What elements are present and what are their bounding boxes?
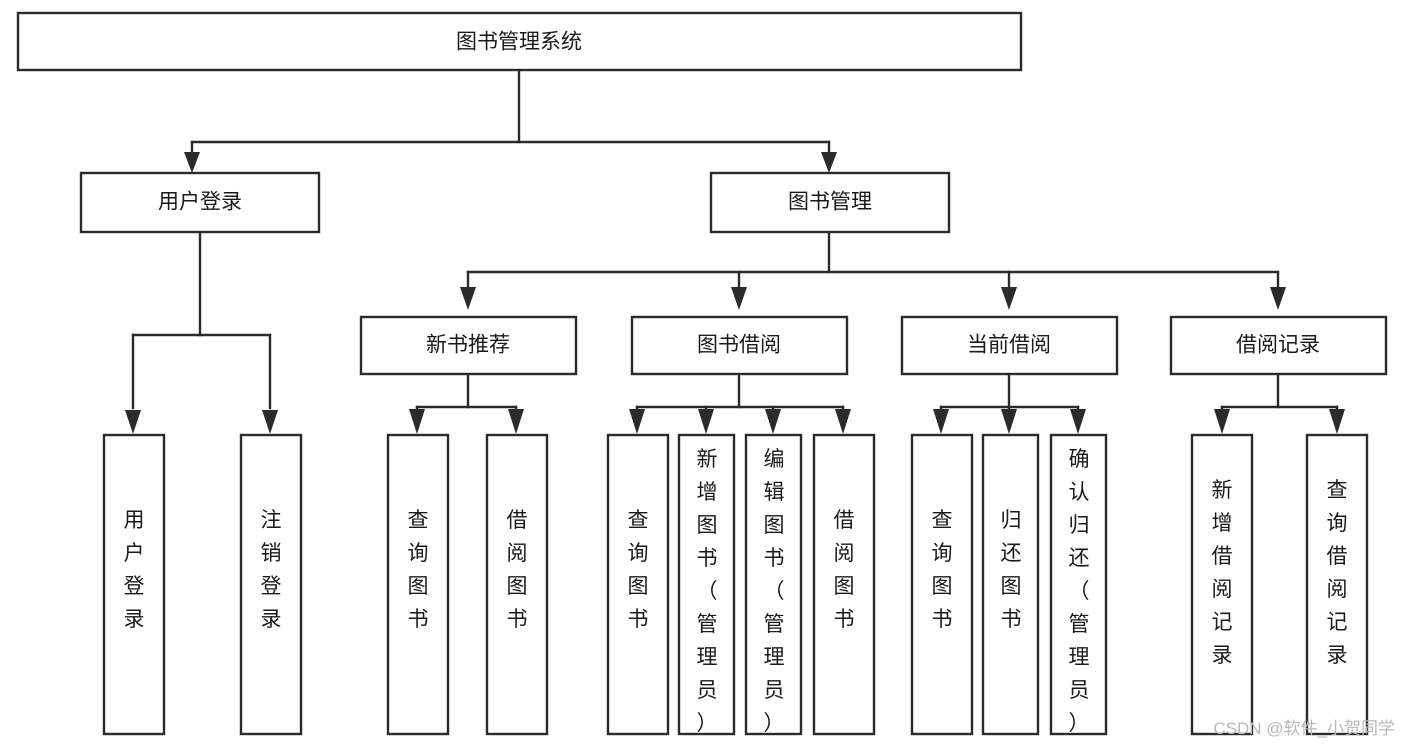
node-book-management[interactable]: 图书管理 xyxy=(709,171,951,234)
root-box[interactable] xyxy=(16,11,1023,72)
node-book-borrow[interactable]: 图书借阅 xyxy=(630,315,849,376)
leaf-user-login-label: 用户登录 xyxy=(124,509,145,631)
arrow-leaf-confirm-return xyxy=(1070,409,1086,434)
leaf-confirm-return-label: 确认归还（管理员） xyxy=(1069,448,1090,735)
arrow-leaf-logout xyxy=(262,410,278,434)
leaf-edit-book-label: 编辑图书（管理员） xyxy=(764,448,785,735)
new-book-recommend-label: 新书推荐 xyxy=(426,334,510,357)
leaf-edit-book-box[interactable] xyxy=(744,433,803,736)
arrow-leaf-edit-book xyxy=(765,409,781,434)
arrow-leaf-add-record xyxy=(1214,409,1230,434)
node-borrow-record[interactable]: 借阅记录 xyxy=(1169,315,1388,376)
csdn-watermark: CSDN @软件_小贺同学 xyxy=(1213,719,1395,738)
book-management-box[interactable] xyxy=(709,171,951,234)
leaf-query-book-3-label: 查询图书 xyxy=(932,509,953,631)
arrow-leaf-user-login xyxy=(125,410,141,434)
arrow-leaf-query-book-3 xyxy=(933,409,949,434)
leaf-borrow-book-2-box[interactable] xyxy=(812,433,876,736)
leaf-query-book-1-box[interactable] xyxy=(386,433,450,736)
leaf-confirm-return-box[interactable] xyxy=(1049,433,1108,736)
node-leaf-add-book[interactable]: 新增图书（管理员） xyxy=(677,433,736,736)
node-leaf-query-book-2[interactable]: 查询图书 xyxy=(606,433,670,736)
leaf-query-book-2-box[interactable] xyxy=(606,433,670,736)
leaf-add-record-box[interactable] xyxy=(1190,433,1254,736)
node-leaf-logout[interactable]: 注销登录 xyxy=(239,433,303,736)
node-leaf-borrow-book-1[interactable]: 借阅图书 xyxy=(485,433,549,736)
book-borrow-label: 图书借阅 xyxy=(697,334,781,357)
leaf-logout-box[interactable] xyxy=(239,433,303,736)
arrow-borrow-record xyxy=(1270,287,1286,310)
leaf-return-book-label: 归还图书 xyxy=(1001,509,1022,631)
borrow-record-label: 借阅记录 xyxy=(1236,334,1320,357)
leaf-add-book-box[interactable] xyxy=(677,433,736,736)
node-leaf-user-login[interactable]: 用户登录 xyxy=(102,433,166,736)
node-leaf-query-book-1[interactable]: 查询图书 xyxy=(386,433,450,736)
node-leaf-add-record[interactable]: 新增借阅记录 xyxy=(1190,433,1254,736)
node-leaf-query-record[interactable]: 查询借阅记录 xyxy=(1305,433,1369,736)
node-new-book-recommend[interactable]: 新书推荐 xyxy=(359,315,578,376)
leaf-add-record-label: 新增借阅记录 xyxy=(1212,479,1233,667)
arrow-leaf-query-book-2 xyxy=(629,409,645,434)
root-label: 图书管理系统 xyxy=(456,31,582,54)
node-leaf-edit-book[interactable]: 编辑图书（管理员） xyxy=(744,433,803,736)
leaf-borrow-book-1-box[interactable] xyxy=(485,433,549,736)
node-leaf-query-book-3[interactable]: 查询图书 xyxy=(910,433,974,736)
node-leaf-borrow-book-2[interactable]: 借阅图书 xyxy=(812,433,876,736)
book-borrow-box[interactable] xyxy=(630,315,849,376)
arrow-current-borrow xyxy=(1001,287,1017,310)
node-leaf-confirm-return[interactable]: 确认归还（管理员） xyxy=(1049,433,1108,736)
user-login-label: 用户登录 xyxy=(158,191,242,214)
leaf-query-book-3-box[interactable] xyxy=(910,433,974,736)
leaf-add-book-label: 新增图书（管理员） xyxy=(697,448,718,735)
node-leaf-return-book[interactable]: 归还图书 xyxy=(981,433,1040,736)
leaf-logout-label: 注销登录 xyxy=(261,509,282,631)
connector-layer xyxy=(125,68,1345,434)
user-login-box[interactable] xyxy=(79,171,321,234)
node-root[interactable]: 图书管理系统 xyxy=(16,11,1023,72)
arrow-leaf-borrow-book-2 xyxy=(835,409,851,434)
node-user-login[interactable]: 用户登录 xyxy=(79,171,321,234)
leaf-query-book-2-label: 查询图书 xyxy=(628,509,649,631)
leaf-user-login-box[interactable] xyxy=(102,433,166,736)
current-borrow-label: 当前借阅 xyxy=(967,334,1051,357)
leaf-query-book-1-label: 查询图书 xyxy=(408,509,429,631)
arrow-leaf-query-record xyxy=(1329,409,1345,434)
leaf-borrow-book-2-label: 借阅图书 xyxy=(834,509,855,631)
arrow-new-book-recommend xyxy=(460,287,476,310)
current-borrow-box[interactable] xyxy=(900,315,1119,376)
arrow-leaf-borrow-book-1 xyxy=(508,409,524,434)
book-management-label: 图书管理 xyxy=(788,191,872,214)
leaf-query-record-label: 查询借阅记录 xyxy=(1327,479,1348,667)
arrow-leaf-query-book-1 xyxy=(409,409,425,434)
leaf-return-book-box[interactable] xyxy=(981,433,1040,736)
borrow-record-box[interactable] xyxy=(1169,315,1388,376)
arrow-leaf-return-book xyxy=(1001,409,1017,434)
arrow-book-management xyxy=(821,152,837,173)
arrow-leaf-add-book xyxy=(698,409,714,434)
leaf-borrow-book-1-label: 借阅图书 xyxy=(507,509,528,631)
new-book-recommend-box[interactable] xyxy=(359,315,578,376)
arrow-book-borrow xyxy=(731,287,747,310)
arrow-user-login xyxy=(184,152,200,173)
leaf-query-record-box[interactable] xyxy=(1305,433,1369,736)
node-current-borrow[interactable]: 当前借阅 xyxy=(900,315,1119,376)
